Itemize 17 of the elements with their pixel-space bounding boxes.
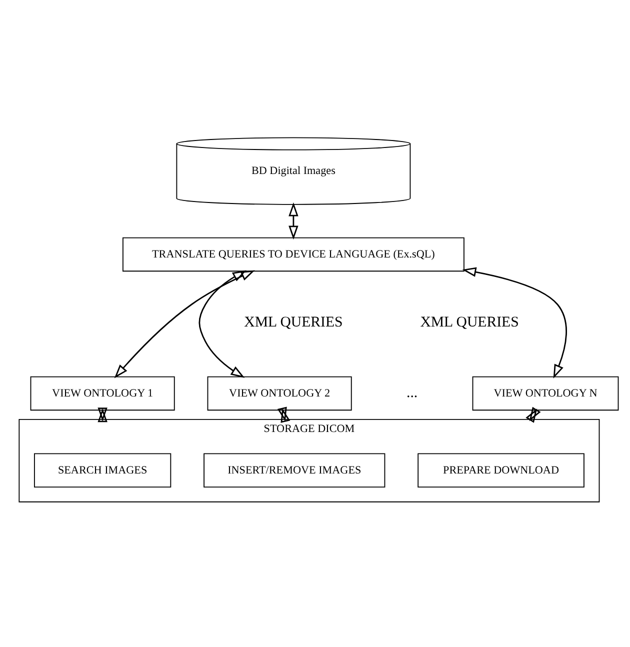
label: ... xyxy=(406,384,418,401)
arrow xyxy=(98,408,108,422)
node-box: VIEW ONTOLOGY 1 xyxy=(30,376,175,411)
label: XML QUERIES xyxy=(244,314,343,331)
label: XML QUERIES xyxy=(420,314,519,331)
arrow xyxy=(526,406,541,423)
node-box: INSERT/REMOVE IMAGES xyxy=(204,453,386,488)
node-box: TRANSLATE QUERIES TO DEVICE LANGUAGE (Ex.sQL) xyxy=(122,237,464,272)
arrow xyxy=(198,270,246,378)
node-box: SEARCH IMAGES xyxy=(34,453,172,488)
arrow xyxy=(277,406,290,423)
node-box: VIEW ONTOLOGY 2 xyxy=(207,376,352,411)
node-box: PREPARE DOWNLOAD xyxy=(418,453,584,488)
arrow xyxy=(462,267,567,378)
node-box: VIEW ONTOLOGY N xyxy=(472,376,619,411)
arrow xyxy=(114,270,255,378)
arrow xyxy=(288,202,298,240)
